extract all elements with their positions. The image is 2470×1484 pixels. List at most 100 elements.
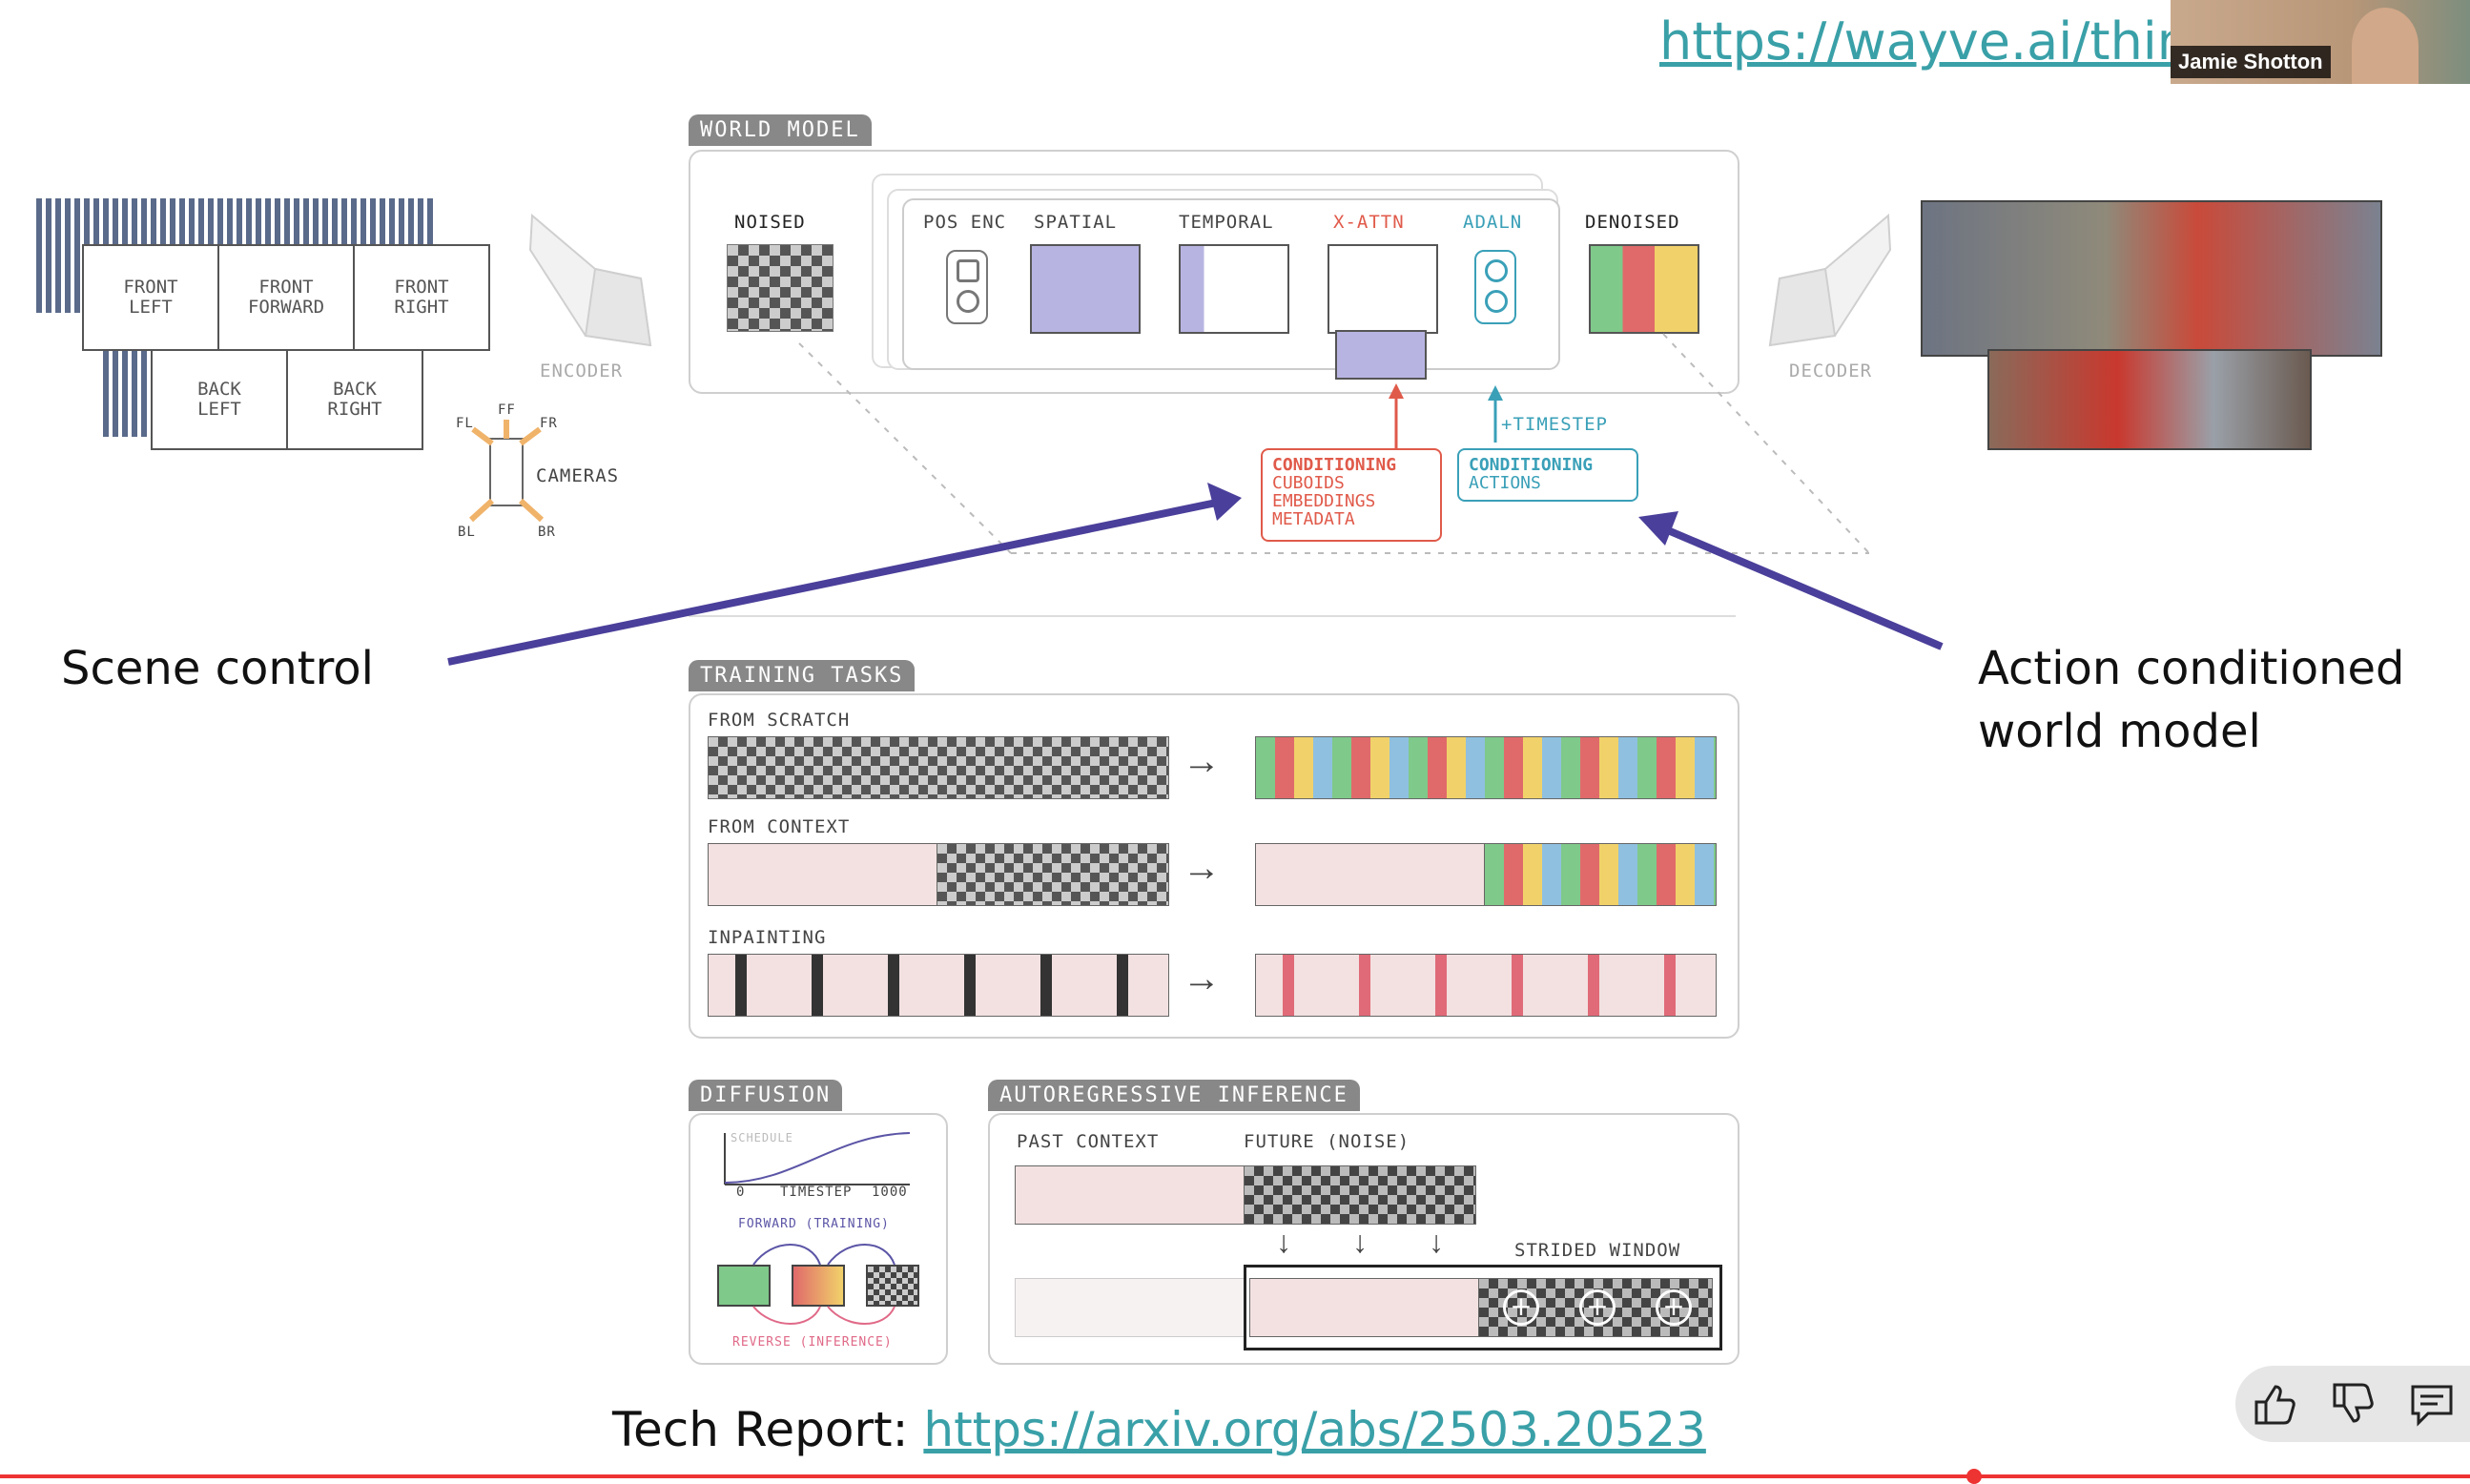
conditioning-blue-box: CONDITIONING ACTIONS — [1457, 448, 1638, 502]
autoregressive-tab: AUTOREGRESSIVE INFERENCE — [988, 1080, 1360, 1111]
camera-tile-label: BACK LEFT — [197, 379, 241, 420]
timestep-label: +TIMESTEP — [1501, 414, 1608, 435]
arrow: → — [1183, 958, 1221, 1000]
faded-context-clips — [1015, 1278, 1245, 1337]
down-arrow-1: ↓ — [1276, 1225, 1291, 1259]
comment-icon[interactable] — [2407, 1379, 2457, 1429]
training-tasks-tab: TRAINING TASKS — [689, 660, 916, 691]
reverse-inference-label: REVERSE (INFERENCE) — [732, 1335, 893, 1350]
temporal-cube — [1179, 244, 1289, 334]
adaln-module — [1474, 250, 1516, 324]
generated-frames-front — [1921, 200, 2382, 357]
thumbs-down-icon[interactable] — [2327, 1379, 2377, 1429]
compass-bl: BL — [458, 525, 476, 540]
camera-tile-front-forward: FRONT FORWARD — [217, 244, 355, 351]
tech-report-link[interactable]: https://arxiv.org/abs/2503.20523 — [923, 1402, 1706, 1457]
plus-circle-icon: + — [1503, 1289, 1539, 1326]
action-annotation-line2: world model — [1978, 705, 2261, 758]
diffusion-cycle-arrows — [752, 1244, 895, 1325]
training-row-label: FROM CONTEXT — [708, 816, 851, 837]
spatial-label: SPATIAL — [1034, 212, 1118, 233]
strided-window-label: STRIDED WINDOW — [1514, 1240, 1681, 1261]
scene-control-annotation: Scene control — [61, 642, 374, 695]
camera-tile-label: BACK RIGHT — [327, 379, 382, 420]
strided-window-frame — [1244, 1265, 1722, 1350]
noise-clips — [937, 843, 1169, 906]
action-annotation-line1: Action conditioned — [1978, 642, 2405, 695]
decoder-prism-icon — [1768, 213, 1892, 347]
plus-circle-icon — [1485, 259, 1508, 282]
timestep-end: 1000 — [872, 1185, 908, 1200]
encoder-prism-icon — [528, 213, 652, 347]
conditioning-arrows — [1389, 383, 1503, 450]
video-progress-handle[interactable] — [1966, 1469, 1982, 1484]
top-url-link[interactable]: https://wayve.ai/thin — [1659, 11, 2191, 72]
future-noise-label: FUTURE (NOISE) — [1244, 1131, 1410, 1152]
conditioning-red-box: CONDITIONING CUBOIDS EMBEDDINGS METADATA — [1261, 448, 1442, 542]
x-attn-label: X-ATTN — [1333, 212, 1405, 233]
reaction-toolbar — [2235, 1366, 2470, 1442]
timestep-label: TIMESTEP — [780, 1185, 853, 1200]
spatial-cube — [1030, 244, 1141, 334]
camera-tile-back-right: BACK RIGHT — [286, 349, 423, 450]
conditioning-item: METADATA — [1272, 509, 1355, 529]
camera-tile-front-right: FRONT RIGHT — [353, 244, 490, 351]
camera-icon — [957, 259, 979, 282]
timestep-start: 0 — [736, 1185, 746, 1200]
camera-tile-back-left: BACK LEFT — [151, 349, 288, 450]
conditioning-item: CUBOIDS — [1272, 473, 1345, 493]
conditioning-red-title: CONDITIONING — [1272, 455, 1397, 475]
training-row-label: INPAINTING — [708, 927, 827, 948]
denoised-cube — [1589, 244, 1699, 334]
thumbs-up-icon[interactable] — [2249, 1379, 2298, 1429]
plus-circle-icon: + — [1579, 1289, 1616, 1326]
compass-ff: FF — [498, 402, 516, 418]
arrow: → — [1183, 847, 1221, 889]
down-arrow-2: ↓ — [1352, 1225, 1368, 1259]
compass-br: BR — [538, 525, 556, 540]
noised-cube — [727, 244, 834, 332]
pos-enc-label: POS ENC — [923, 212, 1007, 233]
clean-clips — [1484, 843, 1717, 906]
presenter-name: Jamie Shotton — [2171, 46, 2331, 78]
conditioning-item: ACTIONS — [1469, 473, 1541, 493]
past-context-clips — [1015, 1165, 1245, 1225]
schedule-label: SCHEDULE — [731, 1131, 793, 1144]
conditioning-blue-title: CONDITIONING — [1469, 455, 1594, 475]
presenter-video: Jamie Shotton — [2171, 0, 2470, 84]
diffusion-cube-noise — [866, 1265, 919, 1307]
camera-tile-label: FRONT LEFT — [123, 277, 178, 318]
camera-tile-label: FRONT FORWARD — [247, 277, 325, 318]
plus-circle-icon — [957, 290, 979, 313]
adaln-label: ADALN — [1463, 212, 1523, 233]
past-context-label: PAST CONTEXT — [1017, 1131, 1160, 1152]
diffusion-cube-clean — [717, 1265, 771, 1307]
future-noise-clips — [1244, 1165, 1476, 1225]
tech-report-prefix: Tech Report: — [612, 1402, 924, 1457]
presenter-face — [2352, 8, 2419, 84]
diffusion-panel — [689, 1113, 948, 1365]
denoised-label: DENOISED — [1585, 212, 1680, 233]
pos-enc-module — [946, 250, 988, 324]
camera-tile-label: FRONT RIGHT — [394, 277, 449, 318]
cameras-compass-diagram — [468, 420, 545, 523]
forward-training-label: FORWARD (TRAINING) — [738, 1217, 890, 1231]
temporal-label: TEMPORAL — [1179, 212, 1274, 233]
conditioning-item: EMBEDDINGS — [1272, 491, 1376, 511]
schedule-curve-chart — [724, 1132, 911, 1185]
context-clips — [1255, 843, 1486, 906]
noise-clips-row — [708, 736, 1169, 799]
inpainted-clips-row — [1255, 954, 1717, 1017]
clean-clips-row — [1255, 736, 1717, 799]
world-model-tab: WORLD MODEL — [689, 114, 872, 146]
down-arrow-3: ↓ — [1429, 1225, 1444, 1259]
encoder-label: ENCODER — [540, 361, 624, 381]
generated-frames-back — [1987, 349, 2312, 450]
masked-clips-row — [708, 954, 1169, 1017]
video-progress-bar[interactable] — [0, 1474, 2470, 1478]
diffusion-tab: DIFFUSION — [689, 1080, 843, 1111]
x-attn-condition-slab — [1335, 330, 1427, 380]
tech-report-footer: Tech Report: https://arxiv.org/abs/2503.… — [612, 1402, 1706, 1457]
arrow: → — [1183, 740, 1221, 782]
